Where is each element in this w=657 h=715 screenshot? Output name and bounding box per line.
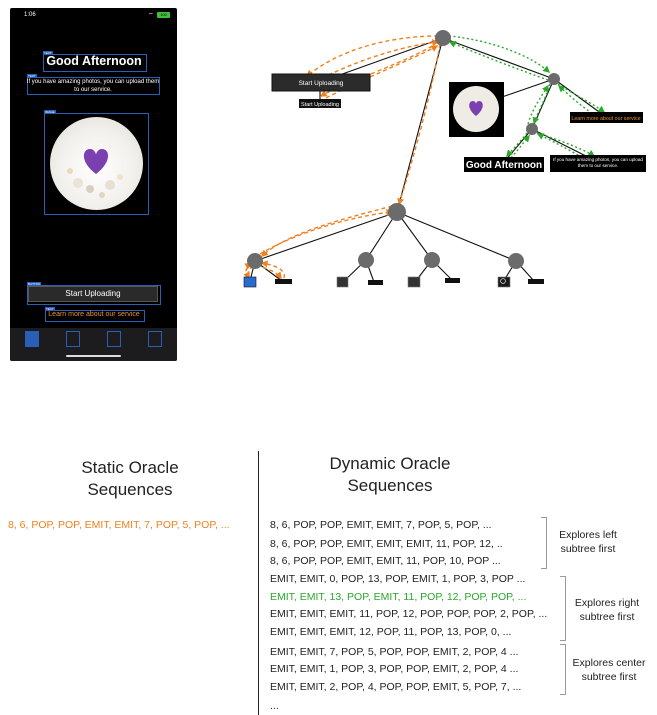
subtitle-text: If you have amazing photos, you can uplo… — [26, 79, 160, 93]
group-label-center: Explores center subtree first — [564, 656, 654, 684]
dynamic-sequence: EMIT, EMIT, EMIT, 12, POP, 11, POP, 13, … — [270, 626, 512, 638]
bbox-tag: IMAGE — [44, 110, 56, 114]
greeting-bbox — [43, 54, 147, 72]
dynamic-sequence: EMIT, EMIT, 1, POP, 3, POP, POP, EMIT, 2… — [270, 663, 519, 675]
tab-node-2 — [358, 252, 374, 268]
tab-node-4 — [508, 253, 524, 269]
static-oracle-sequence: 8, 6, POP, POP, EMIT, EMIT, 7, POP, 5, P… — [8, 519, 230, 531]
tab-4-leaf-icon — [497, 276, 511, 288]
greeting-text: Good Afternoon — [46, 54, 142, 68]
bbox-tag: TEXT — [43, 51, 53, 55]
dynamic-sequence: EMIT, EMIT, 2, POP, 4, POP, POP, EMIT, 5… — [270, 681, 522, 693]
group-bracket — [541, 517, 547, 569]
subtitle-bbox — [27, 77, 160, 95]
phone-screenshot: 1:06 ⌔ 100 TEXT Good Afternoon TEXT If y… — [10, 8, 177, 361]
bbox-tag: BUTTON — [27, 282, 42, 286]
dynamic-sequence: EMIT, EMIT, EMIT, 11, POP, 12, POP, POP,… — [270, 608, 548, 620]
dynamic-sequence: EMIT, EMIT, 7, POP, 5, POP, POP, EMIT, 2… — [270, 646, 519, 658]
tab-2-leaf-icon — [336, 276, 349, 288]
static-heading-line1: Static Oracle — [81, 458, 179, 477]
dynamic-heading-line1: Dynamic Oracle — [329, 454, 451, 473]
button-bbox — [27, 285, 161, 305]
tab-2-leaf-label — [368, 280, 383, 285]
learn-more-leaf — [570, 112, 643, 123]
tab-4-icon[interactable] — [148, 331, 162, 347]
wifi-icon: ⌔ — [148, 13, 154, 19]
tab-3-leaf-label — [445, 278, 460, 283]
heart-leaf-icon — [469, 101, 483, 116]
image-bbox — [44, 113, 149, 215]
tab-3-icon[interactable] — [107, 331, 121, 347]
group-bracket — [560, 644, 566, 695]
tab-1-leaf-icon — [243, 276, 257, 288]
start-uploading-small-leaf — [299, 99, 341, 108]
learn-more-leaf-label: Learn more about our service — [571, 116, 640, 122]
tab-3-leaf-icon — [407, 276, 421, 288]
start-uploading-button[interactable]: Start Uploading — [28, 286, 158, 302]
tab-node-1 — [247, 253, 263, 269]
center-node — [388, 203, 406, 221]
greeting-leaf-label: Good Afternoon — [466, 160, 542, 171]
dynamic-sequence: 8, 6, POP, POP, EMIT, EMIT, 11, POP, 10,… — [270, 555, 501, 567]
group-label-line1: Explores right — [574, 597, 640, 609]
tab-1-icon[interactable] — [25, 331, 39, 347]
battery-icon: 100 — [157, 12, 170, 18]
static-heading-line2: Sequences — [87, 480, 173, 499]
static-oracle-heading: Static Oracle Sequences — [30, 457, 230, 501]
subtitle-leaf — [550, 155, 646, 172]
heart-photo-icon — [67, 149, 123, 198]
start-uploading-small-label: Start Uploading — [301, 102, 339, 108]
tab-2-icon[interactable] — [66, 331, 80, 347]
dynamic-sequence: EMIT, EMIT, 0, POP, 13, POP, EMIT, 1, PO… — [270, 573, 526, 585]
right-child-node — [526, 123, 538, 135]
link-bbox — [45, 310, 145, 322]
root-node — [435, 30, 451, 46]
tab-1-leaf-label — [275, 279, 292, 284]
group-label-left: Explores left subtree first — [548, 528, 628, 556]
learn-more-link[interactable]: Learn more about our service — [48, 311, 140, 318]
tree-nodes — [247, 30, 560, 269]
group-label-line1: Explores center — [572, 657, 646, 669]
subtitle-leaf-label: If you have amazing photos, you can uplo… — [553, 157, 643, 168]
group-label-line2: subtree first — [579, 611, 635, 623]
subtitle-leaf-fo: If you have amazing photos, you can uplo… — [553, 157, 643, 168]
dynamic-ellipsis: ... — [270, 700, 279, 712]
group-label-right: Explores right subtree first — [564, 596, 650, 624]
group-bracket — [560, 576, 566, 641]
section-divider — [258, 451, 259, 715]
home-indicator — [66, 355, 121, 357]
dynamic-sequence-highlighted: EMIT, EMIT, 13, POP, EMIT, 11, POP, 12, … — [270, 591, 527, 603]
start-uploading-leaf — [271, 73, 371, 92]
dynamic-oracle-heading: Dynamic Oracle Sequences — [290, 453, 490, 497]
tab-4-leaf-label — [528, 279, 544, 284]
dynamic-sequence: 8, 6, POP, POP, EMIT, EMIT, EMIT, 11, PO… — [270, 538, 503, 550]
status-time: 1:06 — [24, 12, 36, 18]
group-label-line2: subtree first — [581, 671, 637, 683]
static-traversal-edges — [243, 35, 441, 280]
bbox-tag: TEXT — [27, 74, 37, 78]
start-uploading-leaf-label: Start Uploading — [299, 80, 344, 87]
bbox-tag: TEXT — [45, 307, 55, 311]
right-node — [548, 73, 560, 85]
greeting-leaf — [464, 157, 544, 172]
tab-node-3 — [424, 252, 440, 268]
group-label-line2: subtree first — [560, 543, 616, 555]
group-label-line1: Explores left — [559, 529, 617, 541]
photo-image — [50, 117, 143, 210]
dynamic-heading-line2: Sequences — [347, 476, 433, 495]
ui-tree-diagram: Start Uploading Start Uploading Learn mo… — [243, 30, 646, 288]
search-leaf-icon — [500, 278, 506, 284]
dynamic-sequence: 8, 6, POP, POP, EMIT, EMIT, 7, POP, 5, P… — [270, 519, 492, 531]
